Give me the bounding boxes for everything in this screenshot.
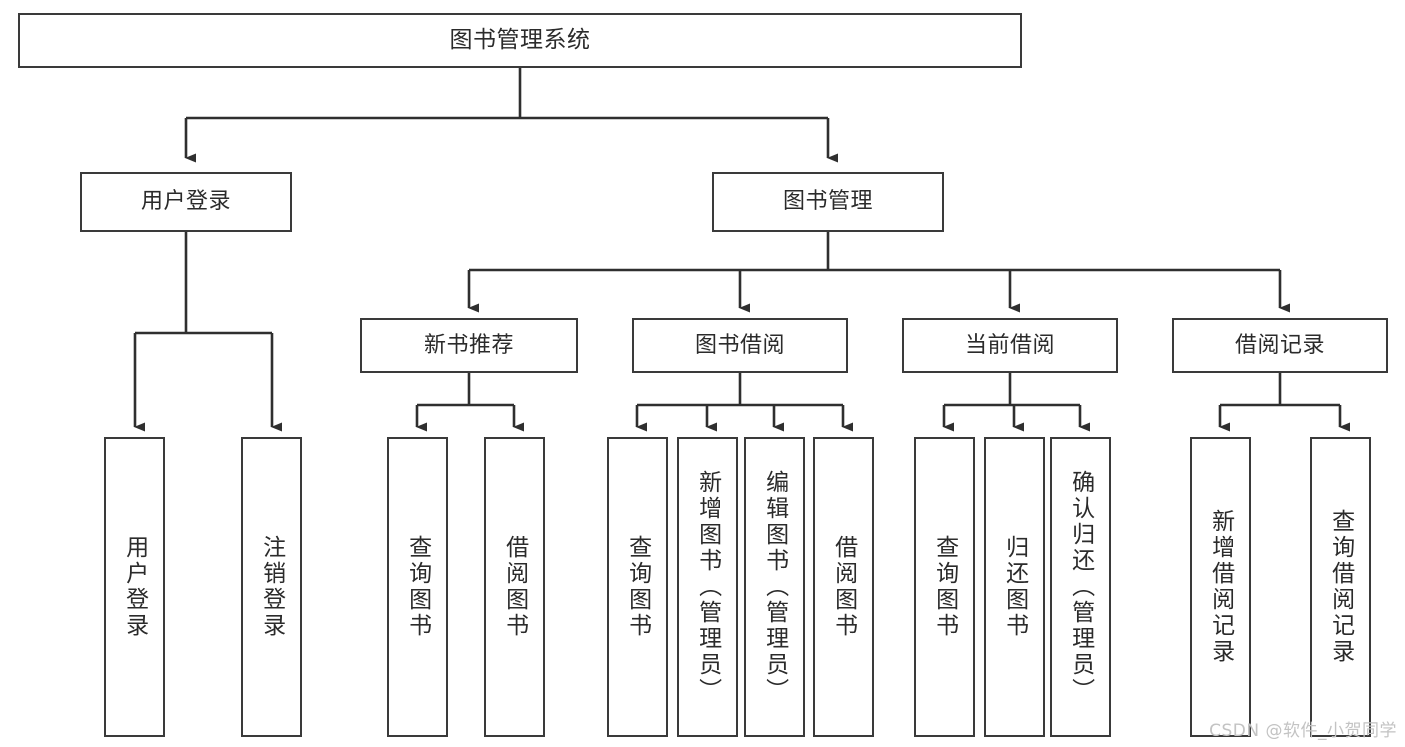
node-label: 查询图书 bbox=[404, 535, 431, 639]
leaf-book-borrow-add-book-admin[interactable]: 新增图书（管理员） bbox=[677, 437, 738, 737]
leaf-new-book-query-book[interactable]: 查询图书 bbox=[387, 437, 448, 737]
node-label: 归还图书 bbox=[1001, 535, 1028, 639]
node-book-borrow[interactable]: 图书借阅 bbox=[632, 318, 848, 373]
node-label: 借阅图书 bbox=[830, 535, 857, 639]
csdn-watermark: CSDN @软件_小贺同学 bbox=[1209, 721, 1397, 741]
node-new-book-recommend[interactable]: 新书推荐 bbox=[360, 318, 578, 373]
leaf-current-borrow-query-book[interactable]: 查询图书 bbox=[914, 437, 975, 737]
leaf-book-borrow-borrow-book[interactable]: 借阅图书 bbox=[813, 437, 874, 737]
node-label: 图书借阅 bbox=[694, 332, 785, 358]
node-label: 确认归还（管理员） bbox=[1067, 470, 1094, 704]
node-label: 借阅记录 bbox=[1234, 332, 1325, 358]
node-label: 编辑图书（管理员） bbox=[761, 470, 788, 704]
node-label: 查询借阅记录 bbox=[1327, 509, 1354, 665]
node-label: 查询图书 bbox=[931, 535, 958, 639]
node-user-login[interactable]: 用户登录 bbox=[80, 172, 292, 232]
node-current-borrow[interactable]: 当前借阅 bbox=[902, 318, 1118, 373]
leaf-current-borrow-confirm-return-admin[interactable]: 确认归还（管理员） bbox=[1050, 437, 1111, 737]
node-label: 查询图书 bbox=[624, 535, 651, 639]
leaf-user-login-login[interactable]: 用户登录 bbox=[104, 437, 165, 737]
node-label: 图书管理系统 bbox=[449, 26, 591, 53]
node-label: 注销登录 bbox=[258, 535, 285, 639]
node-label: 图书管理 bbox=[782, 189, 873, 215]
node-label: 新增图书（管理员） bbox=[694, 470, 721, 704]
node-borrow-record[interactable]: 借阅记录 bbox=[1172, 318, 1388, 373]
leaf-borrow-record-add-record[interactable]: 新增借阅记录 bbox=[1190, 437, 1251, 737]
node-label: 用户登录 bbox=[140, 189, 231, 215]
node-book-management[interactable]: 图书管理 bbox=[712, 172, 944, 232]
node-label: 借阅图书 bbox=[501, 535, 528, 639]
node-label: 当前借阅 bbox=[964, 332, 1055, 358]
leaf-user-login-logout[interactable]: 注销登录 bbox=[241, 437, 302, 737]
node-root-book-management-system[interactable]: 图书管理系统 bbox=[18, 13, 1022, 68]
leaf-current-borrow-return-book[interactable]: 归还图书 bbox=[984, 437, 1045, 737]
leaf-new-book-borrow-book[interactable]: 借阅图书 bbox=[484, 437, 545, 737]
leaf-borrow-record-query-record[interactable]: 查询借阅记录 bbox=[1310, 437, 1371, 737]
node-label: 用户登录 bbox=[121, 535, 148, 639]
node-label: 新书推荐 bbox=[423, 332, 514, 358]
leaf-book-borrow-query-book[interactable]: 查询图书 bbox=[607, 437, 668, 737]
node-label: 新增借阅记录 bbox=[1207, 509, 1234, 665]
leaf-book-borrow-edit-book-admin[interactable]: 编辑图书（管理员） bbox=[744, 437, 805, 737]
